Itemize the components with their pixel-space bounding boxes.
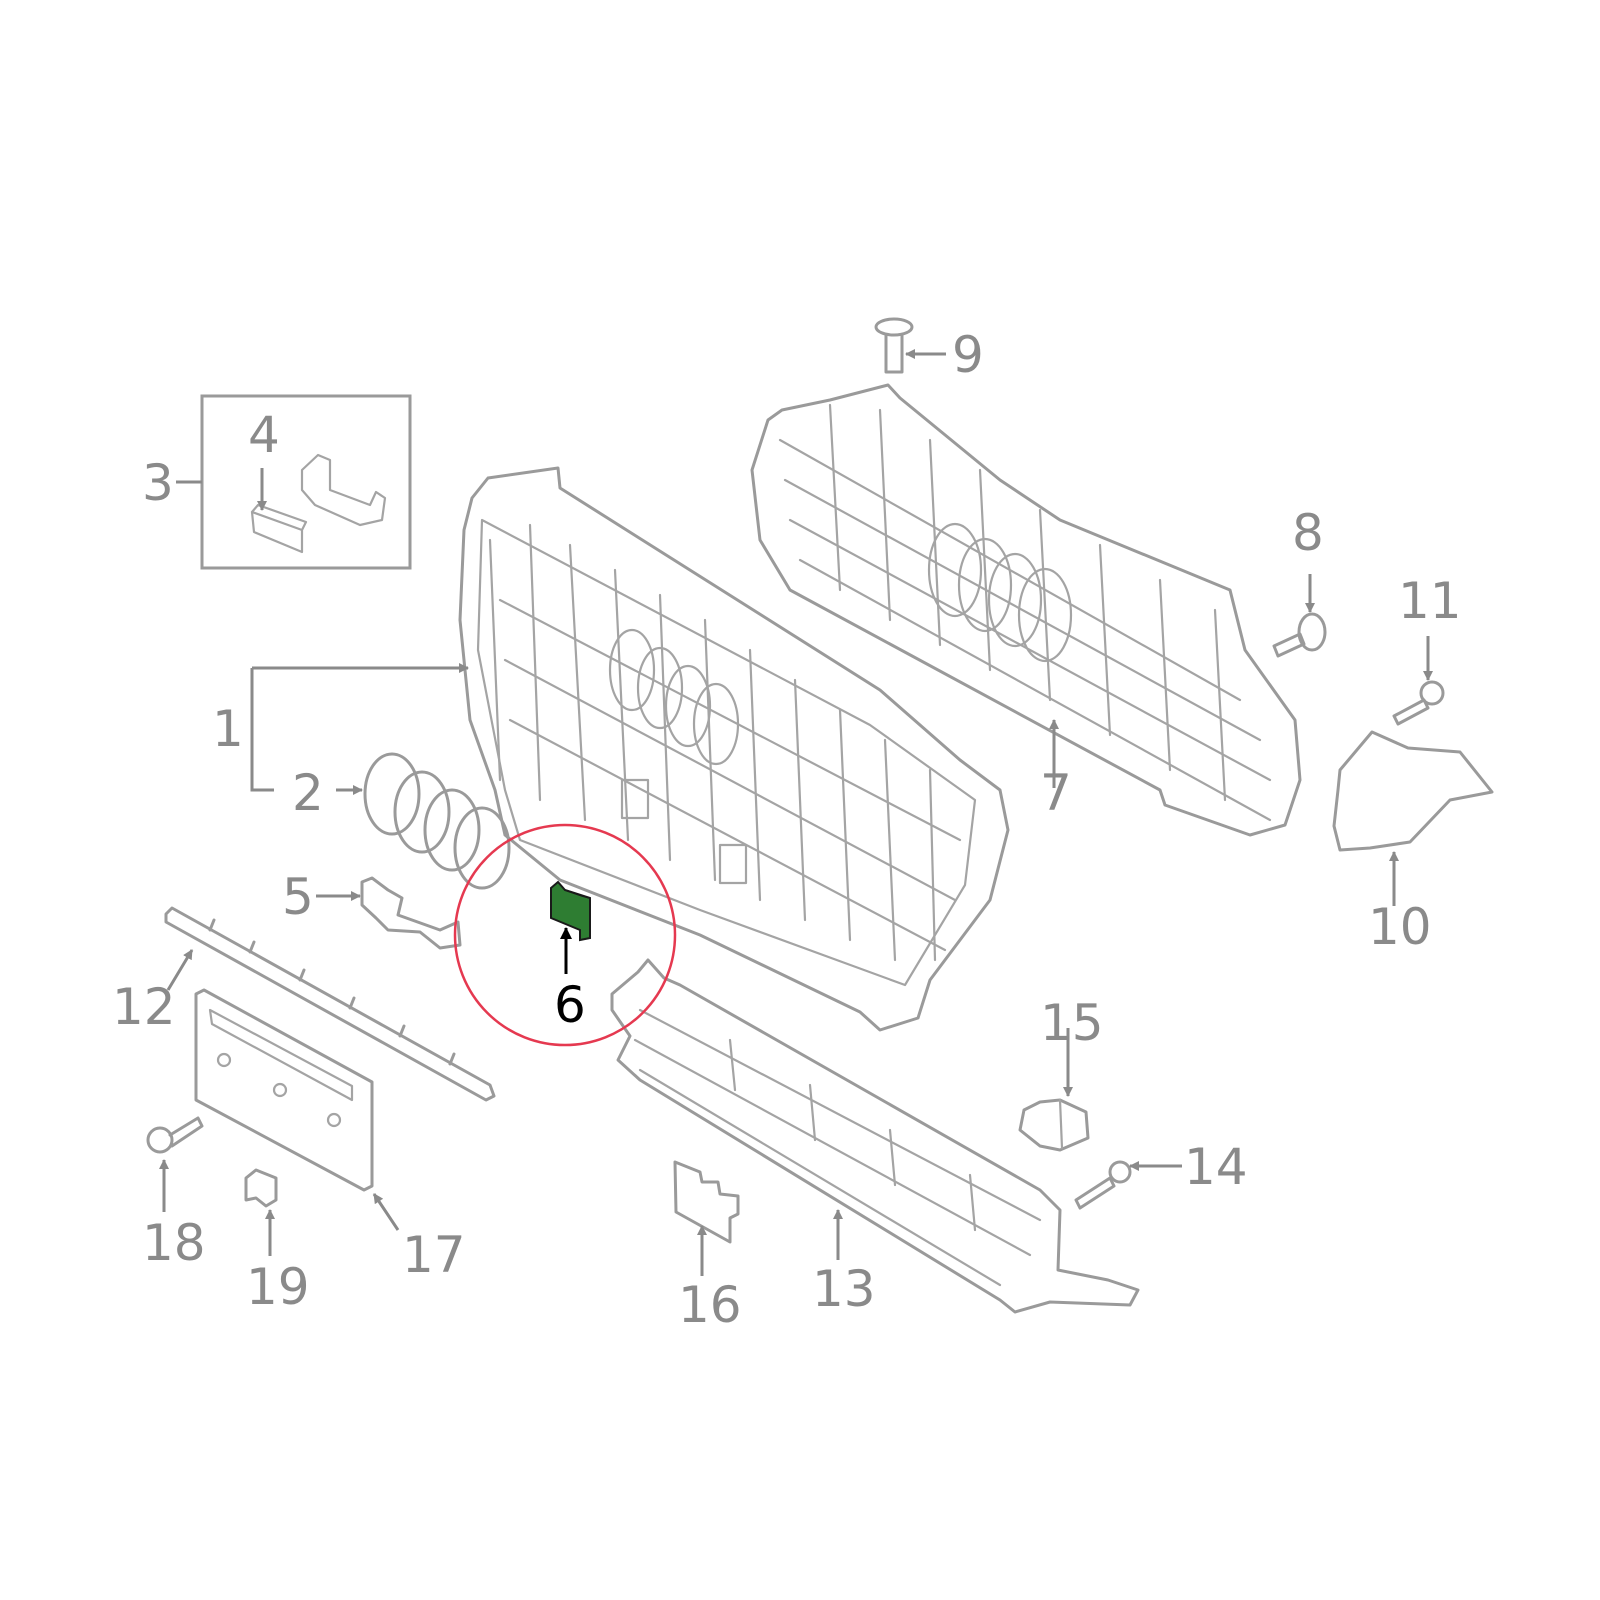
callout-12[interactable]: 12	[112, 978, 176, 1036]
part-18-screw	[146, 1116, 204, 1154]
callout-7[interactable]: 7	[1040, 764, 1072, 822]
part-6-clip-highlighted[interactable]	[550, 880, 591, 942]
callout-1[interactable]: 1	[212, 700, 244, 758]
callout-5[interactable]: 5	[282, 868, 314, 926]
callout-18[interactable]: 18	[142, 1214, 206, 1272]
callout-labels: 1 2 3 4 5 6 7 8 9 10 11 12 13 14 15 16 1…	[112, 326, 1462, 1334]
part-3-kit-box	[200, 394, 412, 570]
part-10-bracket	[1332, 730, 1494, 852]
callout-15[interactable]: 15	[1040, 994, 1104, 1052]
part-11-bolt	[1392, 680, 1445, 726]
part-5-bracket	[360, 876, 462, 950]
part-17-license-plate-bracket	[194, 988, 374, 1192]
callout-11[interactable]: 11	[1398, 572, 1462, 630]
callout-6[interactable]: 6	[554, 976, 586, 1034]
part-16-bracket	[673, 1160, 740, 1244]
part-13-lower-grille	[610, 958, 1140, 1314]
callout-13[interactable]: 13	[812, 1260, 876, 1318]
callout-8[interactable]: 8	[1292, 504, 1324, 562]
part-15-plug	[1018, 1098, 1090, 1152]
part-14-bolt	[1074, 1160, 1132, 1210]
callout-3[interactable]: 3	[142, 454, 174, 512]
callout-16[interactable]: 16	[678, 1276, 742, 1334]
callout-2[interactable]: 2	[292, 764, 324, 822]
callout-4[interactable]: 4	[248, 406, 280, 464]
callout-14[interactable]: 14	[1184, 1138, 1248, 1196]
part-19-clip	[244, 1168, 278, 1208]
part-9-screw	[874, 317, 914, 374]
part-8-bolt	[1272, 612, 1327, 658]
part-1-front-grille	[458, 466, 1010, 1032]
callout-9[interactable]: 9	[952, 326, 984, 384]
focus-circle	[453, 823, 677, 1047]
callout-10[interactable]: 10	[1368, 898, 1432, 956]
leader-lines	[159, 349, 1433, 1276]
part-7-grille-frame	[750, 383, 1302, 837]
callout-19[interactable]: 19	[246, 1258, 310, 1316]
part-2-rings-emblem	[363, 752, 511, 890]
part-7-frame-rings	[927, 522, 1073, 663]
callout-17[interactable]: 17	[402, 1226, 466, 1284]
part-12-trim-strip	[164, 906, 496, 1102]
part-1-grille-rings	[608, 628, 740, 766]
